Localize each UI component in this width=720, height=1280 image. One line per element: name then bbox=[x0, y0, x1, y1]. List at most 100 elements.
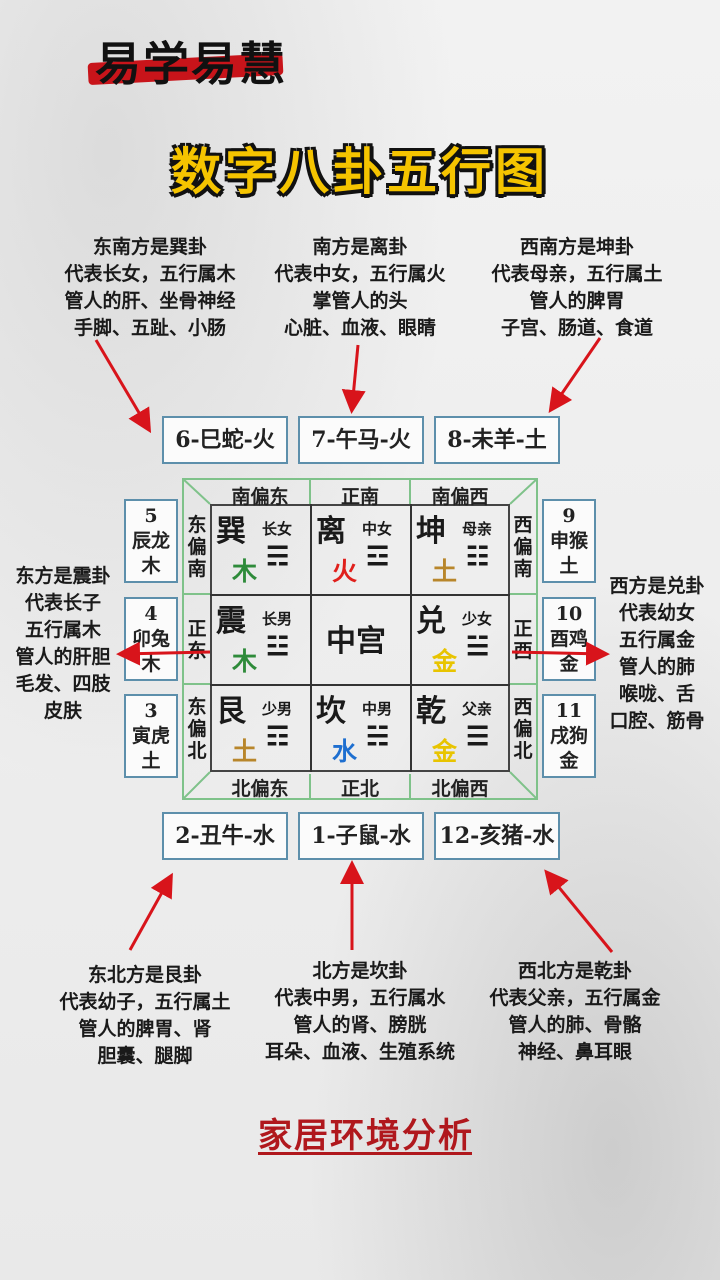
desc-line: 管人的肺、骨骼 bbox=[508, 1014, 642, 1036]
direction-label: 西偏南 bbox=[513, 514, 533, 580]
desc-line: 代表中女，五行属火 bbox=[274, 263, 446, 285]
desc-line: 管人的肾、膀胱 bbox=[293, 1014, 427, 1036]
direction-label: 东偏北 bbox=[187, 696, 207, 762]
trigram-icon: ☴ bbox=[266, 542, 290, 572]
desc-line: 代表长子 bbox=[24, 592, 101, 614]
desc-line: 胆囊、腿脚 bbox=[97, 1045, 193, 1067]
trigram-icon: ☰ bbox=[466, 722, 490, 752]
arrow-southwest bbox=[548, 337, 602, 413]
direction-label: 西偏北 bbox=[513, 696, 533, 762]
zodiac-number: 3 bbox=[144, 700, 158, 722]
family-member: 母亲 bbox=[462, 520, 493, 538]
desc-line: 代表父亲，五行属金 bbox=[489, 987, 661, 1009]
desc-west: 西方是兑卦 代表幼女 五行属金 管人的肺 喉咙、舌 口腔、筋骨 bbox=[596, 573, 718, 735]
bagua-cell: 坎中男水☵ bbox=[310, 684, 410, 773]
grid-line bbox=[310, 504, 312, 772]
trigram-icon: ☷ bbox=[466, 542, 490, 572]
gua-name: 坎 bbox=[316, 694, 346, 729]
element-label: 土 bbox=[232, 737, 258, 766]
desc-line: 毛发、四肢 bbox=[15, 673, 111, 695]
desc-line: 代表母亲，五行属土 bbox=[491, 263, 663, 285]
zodiac-animal: 戌狗 bbox=[549, 725, 588, 747]
desc-line: 代表长女，五行属木 bbox=[64, 263, 236, 285]
zodiac-element: 土 bbox=[559, 555, 579, 577]
gua-name: 巽 bbox=[216, 514, 246, 549]
zodiac-animal: 卯兔 bbox=[131, 628, 170, 650]
desc-line: 耳朵、血液、生殖系统 bbox=[264, 1041, 455, 1063]
trigram-icon: ☶ bbox=[266, 722, 290, 752]
zodiac-box-left: 5 辰龙 木 bbox=[124, 499, 178, 583]
zodiac-element: 金 bbox=[559, 750, 579, 772]
desc-line: 口腔、筋骨 bbox=[609, 710, 705, 732]
gua-name: 离 bbox=[316, 514, 346, 549]
gua-name: 艮 bbox=[216, 694, 246, 729]
center-palace-cell: 中宫 bbox=[310, 594, 410, 683]
element-label: 土 bbox=[432, 557, 458, 586]
zodiac-number: 11 bbox=[555, 700, 583, 722]
desc-line: 西北方是乾卦 bbox=[517, 960, 632, 982]
desc-southwest: 西南方是坤卦 代表母亲，五行属土 管人的脾胃 子宫、肠道、食道 bbox=[462, 234, 692, 342]
zodiac-box-top: 8-未羊-土 bbox=[434, 416, 560, 464]
element-label: 木 bbox=[232, 647, 258, 676]
desc-line: 东南方是巽卦 bbox=[92, 236, 207, 258]
bagua-cell: 兑少女金☱ bbox=[410, 594, 510, 683]
zodiac-box-top: 6-巳蛇-火 bbox=[162, 416, 288, 464]
zodiac-box-right: 10 酉鸡 金 bbox=[542, 597, 596, 681]
arrow-southeast bbox=[94, 339, 152, 434]
desc-line: 神经、鼻耳眼 bbox=[517, 1041, 632, 1063]
desc-line: 北方是坎卦 bbox=[312, 960, 408, 982]
zodiac-number: 10 bbox=[555, 603, 583, 625]
desc-line: 代表中男，五行属水 bbox=[274, 987, 446, 1009]
center-palace-label: 中宫 bbox=[326, 624, 386, 659]
grid-line bbox=[410, 504, 412, 772]
desc-north: 北方是坎卦 代表中男，五行属水 管人的肾、膀胱 耳朵、血液、生殖系统 bbox=[240, 958, 480, 1066]
bagua-cell: 坤母亲土 ☷ bbox=[410, 504, 510, 593]
gua-name: 震 bbox=[216, 604, 246, 639]
zodiac-box-left: 4 卯兔 木 bbox=[124, 597, 178, 681]
direction-label: 正北 bbox=[340, 778, 379, 800]
zodiac-box-right: 9 申猴 土 bbox=[542, 499, 596, 583]
family-member: 少女 bbox=[462, 610, 493, 628]
zodiac-animal: 酉鸡 bbox=[549, 628, 588, 650]
desc-line: 管人的肺 bbox=[618, 656, 695, 678]
direction-label: 北偏东 bbox=[231, 778, 289, 800]
grid-line bbox=[210, 594, 510, 596]
element-label: 火 bbox=[332, 557, 358, 586]
desc-line: 掌管人的头 bbox=[312, 290, 408, 312]
desc-line: 管人的肝胆 bbox=[15, 646, 111, 668]
element-label: 木 bbox=[232, 557, 258, 586]
family-member: 中女 bbox=[362, 520, 393, 538]
zodiac-element: 木 bbox=[141, 653, 161, 675]
desc-east: 东方是震卦 代表长子 五行属木 管人的肝胆 毛发、四肢 皮肤 bbox=[2, 563, 124, 725]
desc-line: 五行属木 bbox=[24, 619, 101, 641]
gua-name: 坤 bbox=[416, 514, 446, 549]
zodiac-animal: 寅虎 bbox=[131, 725, 170, 747]
element-label: 金 bbox=[432, 647, 458, 676]
bagua-outer-square bbox=[182, 478, 538, 800]
desc-line: 西方是兑卦 bbox=[609, 575, 705, 597]
zodiac-box-left: 3 寅虎 土 bbox=[124, 694, 178, 778]
zodiac-box-bottom: 12-亥猪-水 bbox=[434, 812, 560, 860]
trigram-icon: ☱ bbox=[466, 632, 490, 662]
bagua-cell: 离中女火☲ bbox=[310, 504, 410, 593]
zodiac-element: 土 bbox=[141, 750, 161, 772]
direction-label: 北偏西 bbox=[431, 778, 489, 800]
zodiac-number: 9 bbox=[562, 505, 576, 527]
desc-line: 子宫、肠道、食道 bbox=[500, 317, 653, 339]
gua-name: 乾 bbox=[416, 694, 446, 729]
desc-southeast: 东南方是巽卦 代表长女，五行属木 管人的肝、坐骨神经 手脚、五趾、小肠 bbox=[30, 234, 270, 342]
desc-line: 代表幼子，五行属土 bbox=[59, 991, 231, 1013]
family-member: 少男 bbox=[262, 700, 293, 718]
bagua-cell: 艮少男土 ☶ bbox=[210, 684, 310, 773]
direction-label: 正南 bbox=[340, 486, 379, 508]
arrow-northwest bbox=[544, 869, 614, 953]
trigram-icon: ☳ bbox=[266, 632, 290, 662]
desc-line: 五行属金 bbox=[618, 629, 695, 651]
desc-line: 管人的脾胃 bbox=[529, 290, 625, 312]
desc-south: 南方是离卦 代表中女，五行属火 掌管人的头 心脏、血液、眼睛 bbox=[245, 234, 475, 342]
zodiac-animal: 申猴 bbox=[549, 530, 588, 552]
element-label: 水 bbox=[332, 737, 358, 766]
zodiac-element: 金 bbox=[559, 653, 579, 675]
bagua-cell: 乾父亲金☰ bbox=[410, 684, 510, 773]
